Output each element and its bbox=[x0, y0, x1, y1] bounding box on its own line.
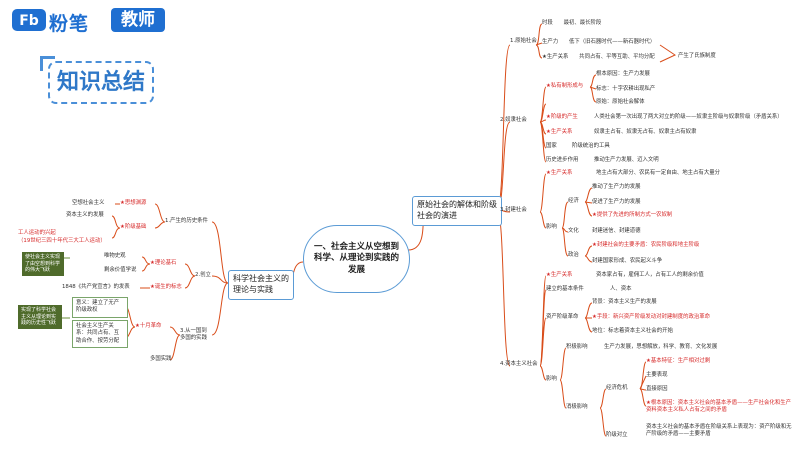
s4-c2: ★手段：新兴资产阶级发动对封建制度的政治革命 bbox=[592, 314, 711, 320]
ls2-c0: 1848《共产党宣言》的发表 bbox=[62, 284, 130, 290]
s3-a1: 地主占有大部分、农民有一定自由、地主占有大量分 bbox=[596, 170, 720, 176]
s1-row-relations: ★生产关系 共同占有、平等互助、平均分配 bbox=[542, 54, 655, 60]
s2-c: ★生产关系 bbox=[546, 129, 573, 135]
ls1-b3: （19世纪三四十年代三大工人运动） bbox=[18, 238, 106, 244]
ls3-note: 实现了科学社会主义从理论到实践的历史性飞跃 bbox=[18, 305, 62, 329]
s3-g2: 文化 bbox=[568, 228, 579, 234]
s4-d1a: 生产力发展，思想解放，科学、教育、文化发展 bbox=[604, 344, 718, 350]
s2-e: 历史进步作用 bbox=[546, 157, 579, 163]
brand-name: 粉笔 bbox=[49, 13, 90, 35]
ls2-c: ★诞生的标志 bbox=[150, 284, 182, 290]
s4-c: 资产阶级革命 bbox=[546, 314, 579, 320]
s3-a: ★生产关系 bbox=[546, 170, 573, 176]
s3-g3b: 封建国家形成、农民起义斗争 bbox=[592, 258, 663, 264]
s4-d2a: 经济危机 bbox=[606, 385, 628, 391]
s1-row-period: 时段 最初、最长阶段 bbox=[542, 20, 602, 26]
ls3-b: 多国实践 bbox=[150, 356, 172, 362]
s3-g3a: ★封建社会的主要矛盾：农民阶级和地主阶级 bbox=[592, 242, 700, 248]
s2-d: 国家 bbox=[546, 143, 557, 149]
ls1-a: ★思想渊源 bbox=[120, 200, 147, 206]
ls3-box2: 社会主义生产关系：共同占有、互助合作、按劳分配 bbox=[72, 320, 128, 348]
corner-decoration bbox=[40, 56, 55, 71]
s4-a: ★生产关系 bbox=[546, 272, 573, 278]
s3-g1c: ★提供了先进的所制方式一农奴制 bbox=[592, 212, 673, 218]
s4-d2: 消极影响 bbox=[566, 404, 588, 410]
svg-text:Fb: Fb bbox=[19, 13, 39, 29]
ls2-a2: 剩余价值学说 bbox=[104, 267, 137, 273]
right-main-node[interactable]: 原始社会的解体和阶级社会的演进 bbox=[412, 196, 502, 226]
ls1-a1: 空想社会主义 bbox=[72, 200, 105, 206]
s2-b: ★阶级的产生 bbox=[546, 114, 578, 120]
s4-d2b: ★基本特征：生产相对过剩 bbox=[646, 358, 711, 364]
s1-label[interactable]: 1.原始社会 bbox=[510, 38, 537, 44]
s4-d3a: 资本主义社会的基本矛盾在阶级关系上表现为：资产阶级和无产阶级的矛盾——主要矛盾 bbox=[646, 424, 792, 438]
s4-label[interactable]: 4.资本主义社会 bbox=[500, 361, 538, 367]
s4-d: 影响 bbox=[546, 376, 557, 382]
s4-c3: 地位：标志着资本主义社会的开始 bbox=[592, 328, 673, 334]
s1-row-productivity: 生产力 低下（旧石器时代——新石器时代） bbox=[542, 39, 656, 45]
s3-label[interactable]: 3.封建社会 bbox=[500, 207, 527, 213]
ls1-b1: 资本主义的发展 bbox=[66, 212, 104, 218]
s2-a1: 根本原因：生产力发展 bbox=[596, 71, 650, 77]
s4-b: 建立的基本条件 bbox=[546, 286, 584, 292]
s2-e1: 推动生产力发展、迈入文明 bbox=[594, 157, 659, 163]
s3-g2a: 封建迷信、封建道德 bbox=[592, 228, 641, 234]
s4-b1: 人、资本 bbox=[610, 286, 632, 292]
summary-title: 知识总结 bbox=[48, 61, 154, 104]
s4-d3: 阶级对立 bbox=[606, 432, 628, 438]
s1-row-clan: 产生了氏族制度 bbox=[678, 53, 716, 59]
s2-c1: 奴隶主占有、奴隶无占有、奴隶主占有奴隶 bbox=[594, 129, 697, 135]
s3-z: 影响 bbox=[546, 224, 557, 230]
ls2-label[interactable]: 2.创立 bbox=[195, 272, 211, 278]
ls1-label[interactable]: 1.产生的历史条件 bbox=[165, 218, 208, 224]
s3-g1b: 促进了生产力的发展 bbox=[592, 199, 641, 205]
s4-d2c: 主要表现 bbox=[646, 372, 668, 378]
s2-b1: 人类社会第一次出现了两大对立的阶级——奴隶主阶级与奴隶阶级（矛盾关系） bbox=[594, 114, 783, 120]
left-main-label: 科学社会主义的理论与实践 bbox=[233, 274, 289, 294]
left-main-node[interactable]: 科学社会主义的理论与实践 bbox=[228, 270, 294, 300]
s4-a1: 资本家占有，雇佣工人，占有工人的剩余价值 bbox=[596, 272, 704, 278]
s4-c1: 背景：资本主义生产的发展 bbox=[592, 299, 657, 305]
ls3-a: ★十月革命 bbox=[135, 323, 162, 329]
s2-a3: 原始：原始社会解体 bbox=[596, 99, 645, 105]
s4-d2d: 直接原因 bbox=[646, 386, 668, 392]
ls2-a: ★理论基石 bbox=[150, 260, 177, 266]
fenbi-logo-icon: Fb bbox=[12, 9, 46, 31]
s3-g3: 政治 bbox=[568, 252, 579, 258]
right-main-label: 原始社会的解体和阶级社会的演进 bbox=[417, 200, 497, 220]
ls1-b: ★阶级基础 bbox=[120, 224, 147, 230]
s4-d2e: ★根本原因：资本主义社会的基本矛盾——生产社会化和生产资料资本主义私人占有之间的… bbox=[646, 400, 791, 414]
ls3-box1: 意义：建立了无产阶级政权 bbox=[72, 297, 128, 318]
ls1-b2: 工人运动的兴起 bbox=[18, 230, 56, 236]
s2-a2: 标志：十字农耕出现私产 bbox=[596, 86, 656, 92]
center-node[interactable]: 一、社会主义从空想到科学、从理论到实践的发展 bbox=[303, 225, 410, 293]
s2-d1: 阶级统治的工具 bbox=[572, 143, 610, 149]
ls3-label[interactable]: 3.从一国到多国的实践 bbox=[180, 328, 207, 342]
s2-a: ★私有制形成与 bbox=[546, 83, 584, 89]
s2-label[interactable]: 2.奴隶社会 bbox=[500, 117, 527, 123]
s3-g1a: 推动了生产力的发展 bbox=[592, 184, 641, 190]
ls2-note: 使社会主义实现了由空想到科学的伟大飞跃 bbox=[22, 252, 64, 276]
ls2-a1: 唯物史观 bbox=[104, 253, 126, 259]
s4-d1: 积极影响 bbox=[566, 344, 588, 350]
s3-g1: 经济 bbox=[568, 198, 579, 204]
brand-badge: 教师 bbox=[111, 8, 165, 32]
center-node-text: 一、社会主义从空想到科学、从理论到实践的发展 bbox=[313, 241, 399, 275]
